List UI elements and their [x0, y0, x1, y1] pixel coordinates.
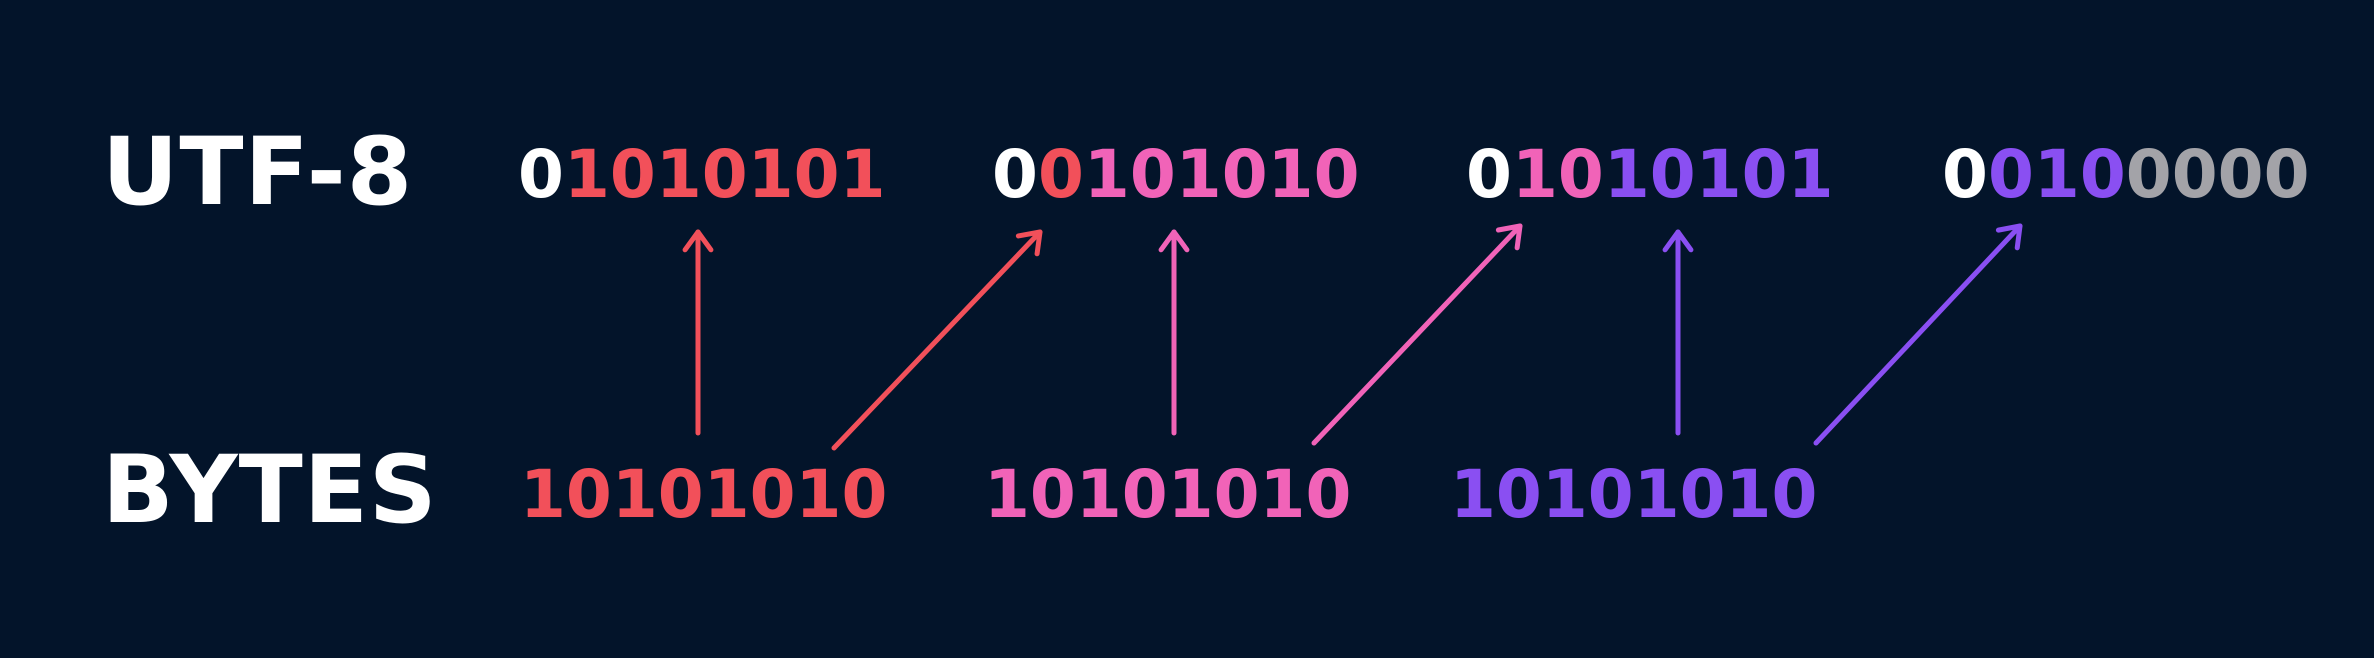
- utf8-bit: 0: [1221, 136, 1268, 213]
- utf8-bit: 0: [1987, 136, 2034, 213]
- utf8-bit: 0: [1466, 136, 1512, 213]
- utf8-bit: 1: [839, 136, 886, 213]
- utf8-bit: 0: [609, 136, 656, 213]
- utf8-bit: 0: [701, 136, 748, 213]
- mapping-arrow: [1311, 223, 1523, 446]
- utf8-bit: 1: [1083, 136, 1130, 213]
- bytes-row-label: BYTES: [102, 436, 438, 545]
- utf8-bit: 1: [1787, 136, 1834, 213]
- input-byte-2: 10101010: [984, 456, 1352, 533]
- mapping-arrow: [682, 229, 714, 436]
- utf8-bit: 0: [2125, 136, 2172, 213]
- utf8-bit: 0: [793, 136, 840, 213]
- utf8-byte-2: 00101010: [992, 142, 1360, 208]
- utf8-byte-4: 00100000: [1942, 142, 2310, 208]
- utf8-byte-1: 01010101: [518, 142, 886, 208]
- utf8-bit: 0: [518, 136, 564, 213]
- utf8-bit: 1: [2033, 136, 2080, 213]
- utf8-bit: 1: [1267, 136, 1314, 213]
- utf8-bit: 0: [2171, 136, 2218, 213]
- utf8-bit: 0: [992, 136, 1038, 213]
- utf8-byte-3: 01010101: [1466, 142, 1834, 208]
- utf8-row-label: UTF-8: [102, 118, 414, 227]
- utf8-bit: 1: [1175, 136, 1222, 213]
- utf8-bit: 1: [655, 136, 702, 213]
- utf8-bit: 1: [563, 136, 610, 213]
- utf8-bit: 0: [1741, 136, 1788, 213]
- utf8-bit: 0: [1557, 136, 1604, 213]
- utf8-bit: 1: [1603, 136, 1650, 213]
- utf8-bit: 0: [2217, 136, 2264, 213]
- utf8-bit: 0: [1129, 136, 1176, 213]
- utf8-bit: 0: [2079, 136, 2126, 213]
- input-byte-1: 10101010: [520, 456, 888, 533]
- utf8-bit: 1: [1511, 136, 1558, 213]
- utf8-bit: 0: [1942, 136, 1988, 213]
- utf8-bit: 0: [2263, 136, 2310, 213]
- utf8-bit: 0: [1649, 136, 1696, 213]
- utf8-bit: 1: [747, 136, 794, 213]
- utf8-bit: 0: [1313, 136, 1360, 213]
- utf8-bit: 0: [1037, 136, 1084, 213]
- mapping-arrow: [1158, 229, 1190, 436]
- input-byte-3: 10101010: [1450, 456, 1818, 533]
- mapping-arrow: [1813, 223, 2023, 446]
- mapping-arrow: [1662, 229, 1694, 436]
- mapping-arrow: [831, 229, 1043, 451]
- utf8-bit: 1: [1695, 136, 1742, 213]
